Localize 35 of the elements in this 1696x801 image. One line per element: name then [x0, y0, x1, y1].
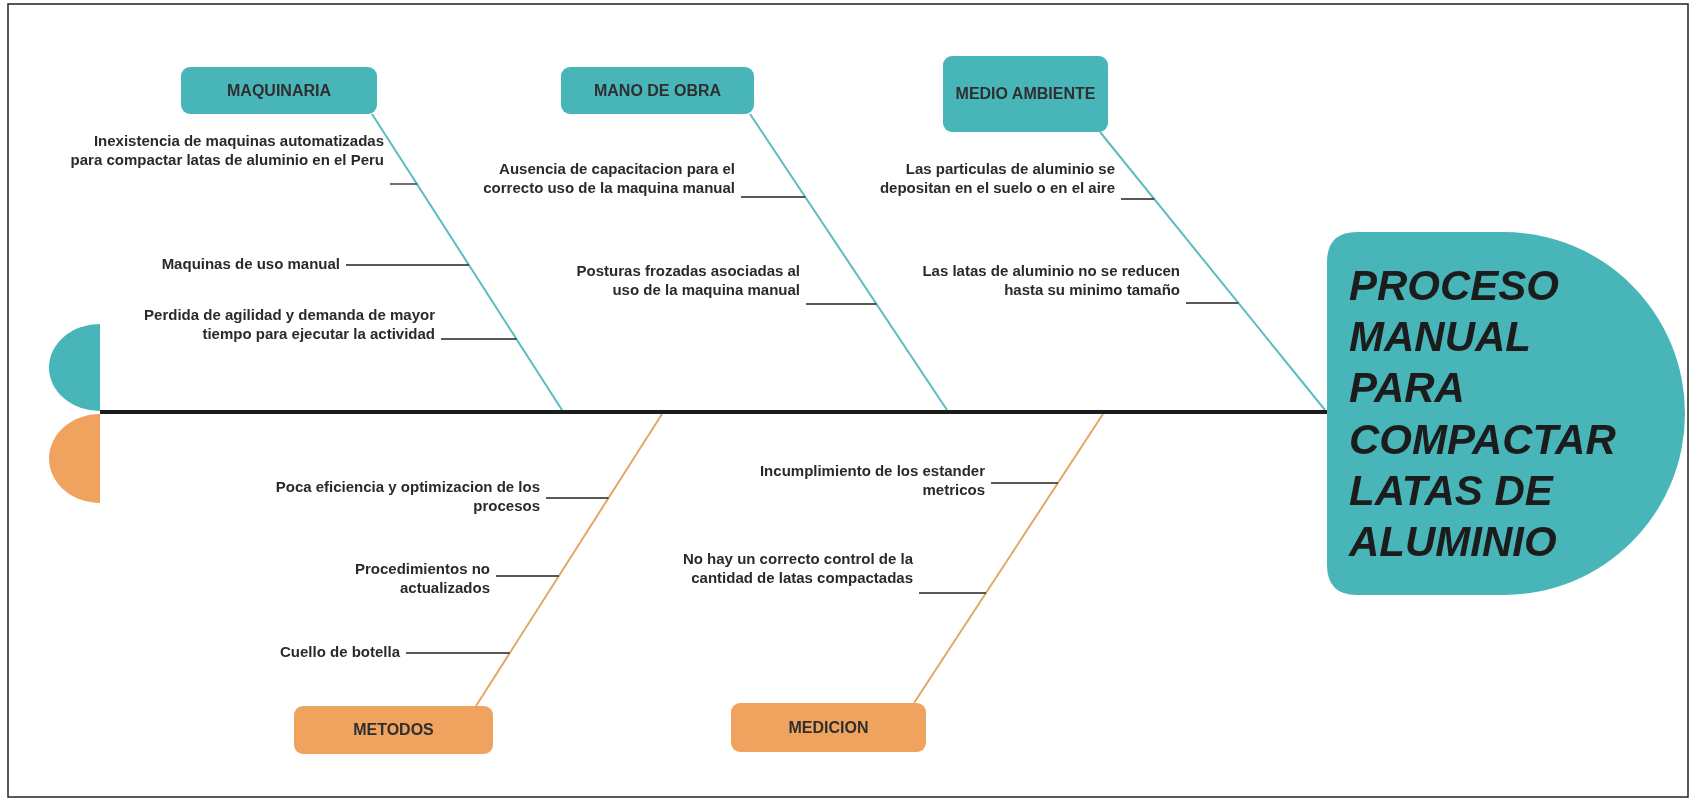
- category-box: MANO DE OBRA: [561, 67, 754, 114]
- cause-text: Las particulas de aluminio se depositan en el suelo o en el aire: [850, 160, 1115, 235]
- cause-text: Ausencia de capacitacion para el correcto uso de la maquina manual: [470, 160, 735, 226]
- category-box: MEDIO AMBIENTE: [943, 56, 1108, 132]
- leader-line: [389, 183, 418, 185]
- leader-line: [918, 592, 987, 594]
- leader-line: [345, 264, 470, 266]
- fishbone-branch-line: [913, 413, 1104, 704]
- cause-text: Las latas de aluminio no se reducen hasta su minimo tamaño: [905, 262, 1180, 342]
- fishbone-branch-line: [749, 113, 948, 411]
- leader-line: [405, 652, 511, 654]
- leader-line: [740, 196, 806, 198]
- leader-line: [545, 497, 610, 499]
- leader-line: [990, 482, 1059, 484]
- leader-line: [1120, 198, 1155, 200]
- problem-title: PROCESO MANUAL PARA COMPACTAR LATAS DE ALUMINIO: [1347, 260, 1617, 567]
- leader-line: [805, 303, 878, 305]
- leader-line: [1185, 302, 1240, 304]
- category-box: MAQUINARIA: [181, 67, 377, 114]
- category-box: MEDICION: [731, 703, 926, 752]
- cause-text: Maquinas de uso manual: [150, 255, 340, 277]
- cause-text: Posturas frozadas asociadas al uso de la maquina manual: [575, 262, 800, 342]
- cause-text: Inexistencia de maquinas automatizadas para compactar latas de aluminio en el Peru: [70, 132, 384, 222]
- cause-text: Poca eficiencia y optimizacion de los procesos: [240, 478, 540, 523]
- problem-head-shape: [1327, 232, 1685, 595]
- cause-text: Procedimientos no actualizados: [280, 560, 490, 605]
- fishbone-branch-line: [475, 413, 663, 707]
- cause-text: No hay un correcto control de la cantidad de latas compactadas: [640, 550, 913, 620]
- cause-text: Incumplimiento de los estander metricos: [745, 462, 985, 507]
- fishbone-branch-line: [371, 113, 563, 411]
- leader-line: [495, 575, 560, 577]
- cause-text: Perdida de agilidad y demanda de mayor tiempo para ejecutar la actividad: [115, 306, 435, 370]
- leader-line: [440, 338, 518, 340]
- category-box: METODOS: [294, 706, 493, 754]
- cause-text: Cuello de botella: [235, 643, 400, 665]
